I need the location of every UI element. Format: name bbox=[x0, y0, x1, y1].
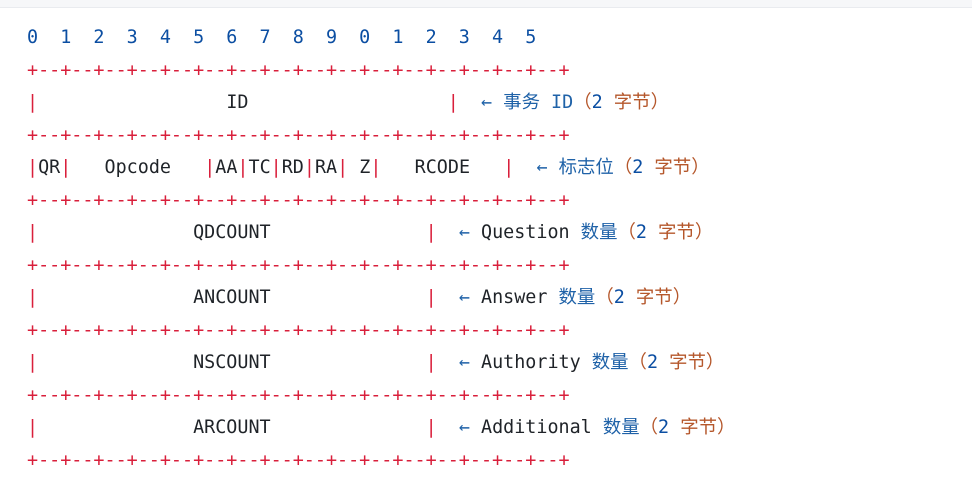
annotation-label-en: Authority bbox=[481, 352, 581, 373]
annotation-label-en: ID bbox=[551, 92, 574, 113]
field-id: ID bbox=[226, 92, 249, 113]
size-unit: 字节 bbox=[654, 157, 692, 178]
annotation-label-en: Question bbox=[481, 222, 570, 243]
size-number: 2 bbox=[632, 157, 644, 178]
annotation-label: 数量 bbox=[591, 352, 629, 373]
size-number: 2 bbox=[635, 222, 647, 243]
size-number: 2 bbox=[658, 417, 670, 438]
separator-line: +--+--+--+--+--+--+--+--+--+--+--+--+--+… bbox=[27, 319, 570, 341]
size-unit: 字节 bbox=[680, 417, 717, 438]
arrow-icon: ← bbox=[536, 157, 548, 178]
size-number: 2 bbox=[591, 92, 603, 113]
separator-line: +--+--+--+--+--+--+--+--+--+--+--+--+--+… bbox=[27, 189, 570, 211]
arrow-icon: ← bbox=[458, 222, 470, 243]
arrow-icon: ← bbox=[458, 352, 470, 373]
bit-position-header: 0 1 2 3 4 5 6 7 8 9 0 1 2 3 4 5 bbox=[27, 27, 537, 48]
separator-line: +--+--+--+--+--+--+--+--+--+--+--+--+--+… bbox=[27, 254, 570, 276]
size-unit: 字节 bbox=[658, 222, 695, 243]
separator-line: +--+--+--+--+--+--+--+--+--+--+--+--+--+… bbox=[27, 59, 570, 81]
arrow-icon: ← bbox=[481, 92, 493, 113]
field-opcode: Opcode bbox=[104, 157, 171, 178]
separator-line: +--+--+--+--+--+--+--+--+--+--+--+--+--+… bbox=[27, 124, 570, 146]
arrow-icon: ← bbox=[458, 287, 470, 308]
annotation-label-en: Answer bbox=[481, 287, 548, 308]
field-ra: RA bbox=[314, 157, 338, 178]
annotation-label: 数量 bbox=[558, 287, 596, 308]
size-unit: 字节 bbox=[669, 352, 706, 373]
row-nscount: | NSCOUNT | ← Authority 数量（2 字节） bbox=[27, 352, 725, 373]
size-unit: 字节 bbox=[635, 287, 673, 308]
row-qdcount: | QDCOUNT | ← Question 数量（2 字节） bbox=[27, 222, 714, 243]
field-aa: AA bbox=[215, 157, 238, 178]
annotation-label: 数量 bbox=[602, 417, 640, 438]
field-rcode: RCODE bbox=[414, 157, 471, 178]
row-id: | ID | ← 事务 ID（2 字节） bbox=[27, 92, 669, 113]
annotation-label: 标志位 bbox=[558, 157, 614, 178]
size-unit: 字节 bbox=[613, 92, 651, 113]
separator-line: +--+--+--+--+--+--+--+--+--+--+--+--+--+… bbox=[27, 384, 570, 406]
field-ancount: ANCOUNT bbox=[193, 287, 271, 308]
annotation-label: 事务 bbox=[503, 92, 540, 113]
separator-line: +--+--+--+--+--+--+--+--+--+--+--+--+--+… bbox=[27, 449, 570, 471]
field-qr: QR bbox=[38, 157, 61, 178]
arrow-icon: ← bbox=[458, 417, 470, 438]
field-qdcount: QDCOUNT bbox=[193, 222, 271, 243]
annotation-label: 数量 bbox=[580, 222, 618, 243]
field-arcount: ARCOUNT bbox=[193, 417, 271, 438]
field-tc: TC bbox=[248, 157, 271, 178]
field-nscount: NSCOUNT bbox=[193, 352, 271, 373]
field-z: Z bbox=[359, 157, 371, 178]
size-number: 2 bbox=[646, 352, 659, 373]
annotation-label-en: Additional bbox=[481, 417, 592, 438]
dns-header-diagram: 0 1 2 3 4 5 6 7 8 9 0 1 2 3 4 5 +--+--+--… bbox=[27, 22, 735, 477]
row-flags: |QR| Opcode |AA|TC|RD|RA| Z| RCODE | ← 标… bbox=[27, 157, 710, 178]
row-arcount: | ARCOUNT | ← Additional 数量（2 字节） bbox=[27, 417, 736, 438]
size-number: 2 bbox=[613, 287, 625, 308]
field-rd: RD bbox=[281, 157, 304, 178]
row-ancount: | ANCOUNT | ← Answer 数量（2 字节） bbox=[27, 287, 692, 308]
top-bar bbox=[0, 0, 972, 8]
